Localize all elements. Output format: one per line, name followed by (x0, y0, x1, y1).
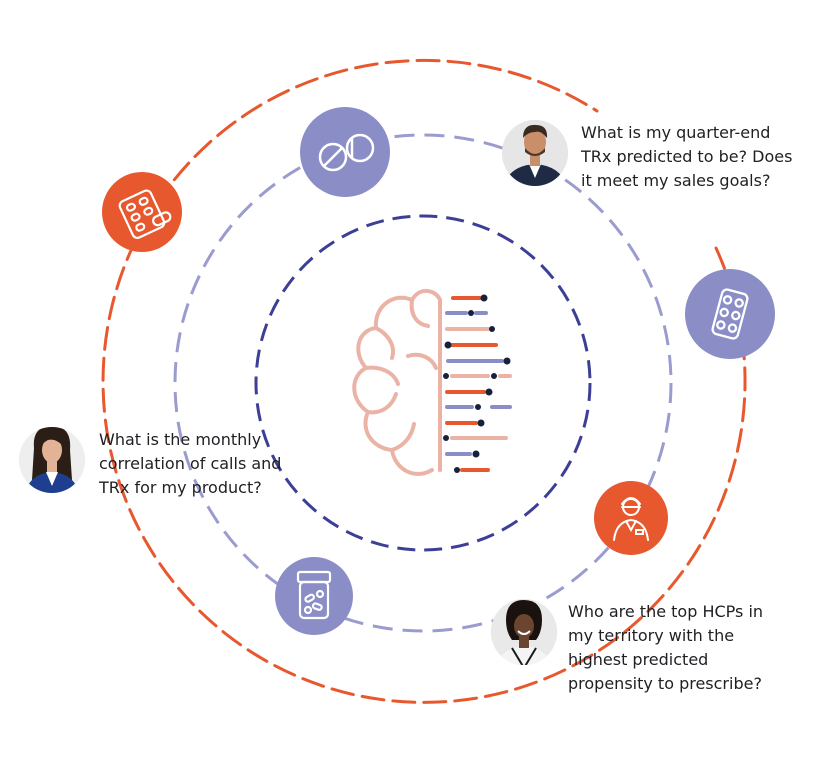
outer-ring (101, 58, 747, 704)
man-avatar (502, 120, 568, 186)
question-quarter-end-trx: What is my quarter-end TRx predicted to … (581, 123, 793, 190)
pill-pair-icon (300, 107, 390, 197)
pharmacist-icon (594, 481, 668, 555)
brain-data-icon (352, 289, 512, 476)
question-top-hcps: Who are the top HCPs in my territory wit… (568, 602, 764, 693)
rings (101, 58, 747, 704)
pill-bottle-icon (275, 557, 353, 635)
inner-ring (254, 214, 592, 552)
middle-ring (173, 133, 673, 633)
blister-pack-icon (102, 172, 182, 252)
question-monthly-correlation: What is the monthly correlation of calls… (99, 430, 282, 497)
tablet-strip-icon (685, 269, 775, 359)
woman-avatar (19, 427, 85, 493)
doctor-woman-avatar (491, 599, 557, 665)
